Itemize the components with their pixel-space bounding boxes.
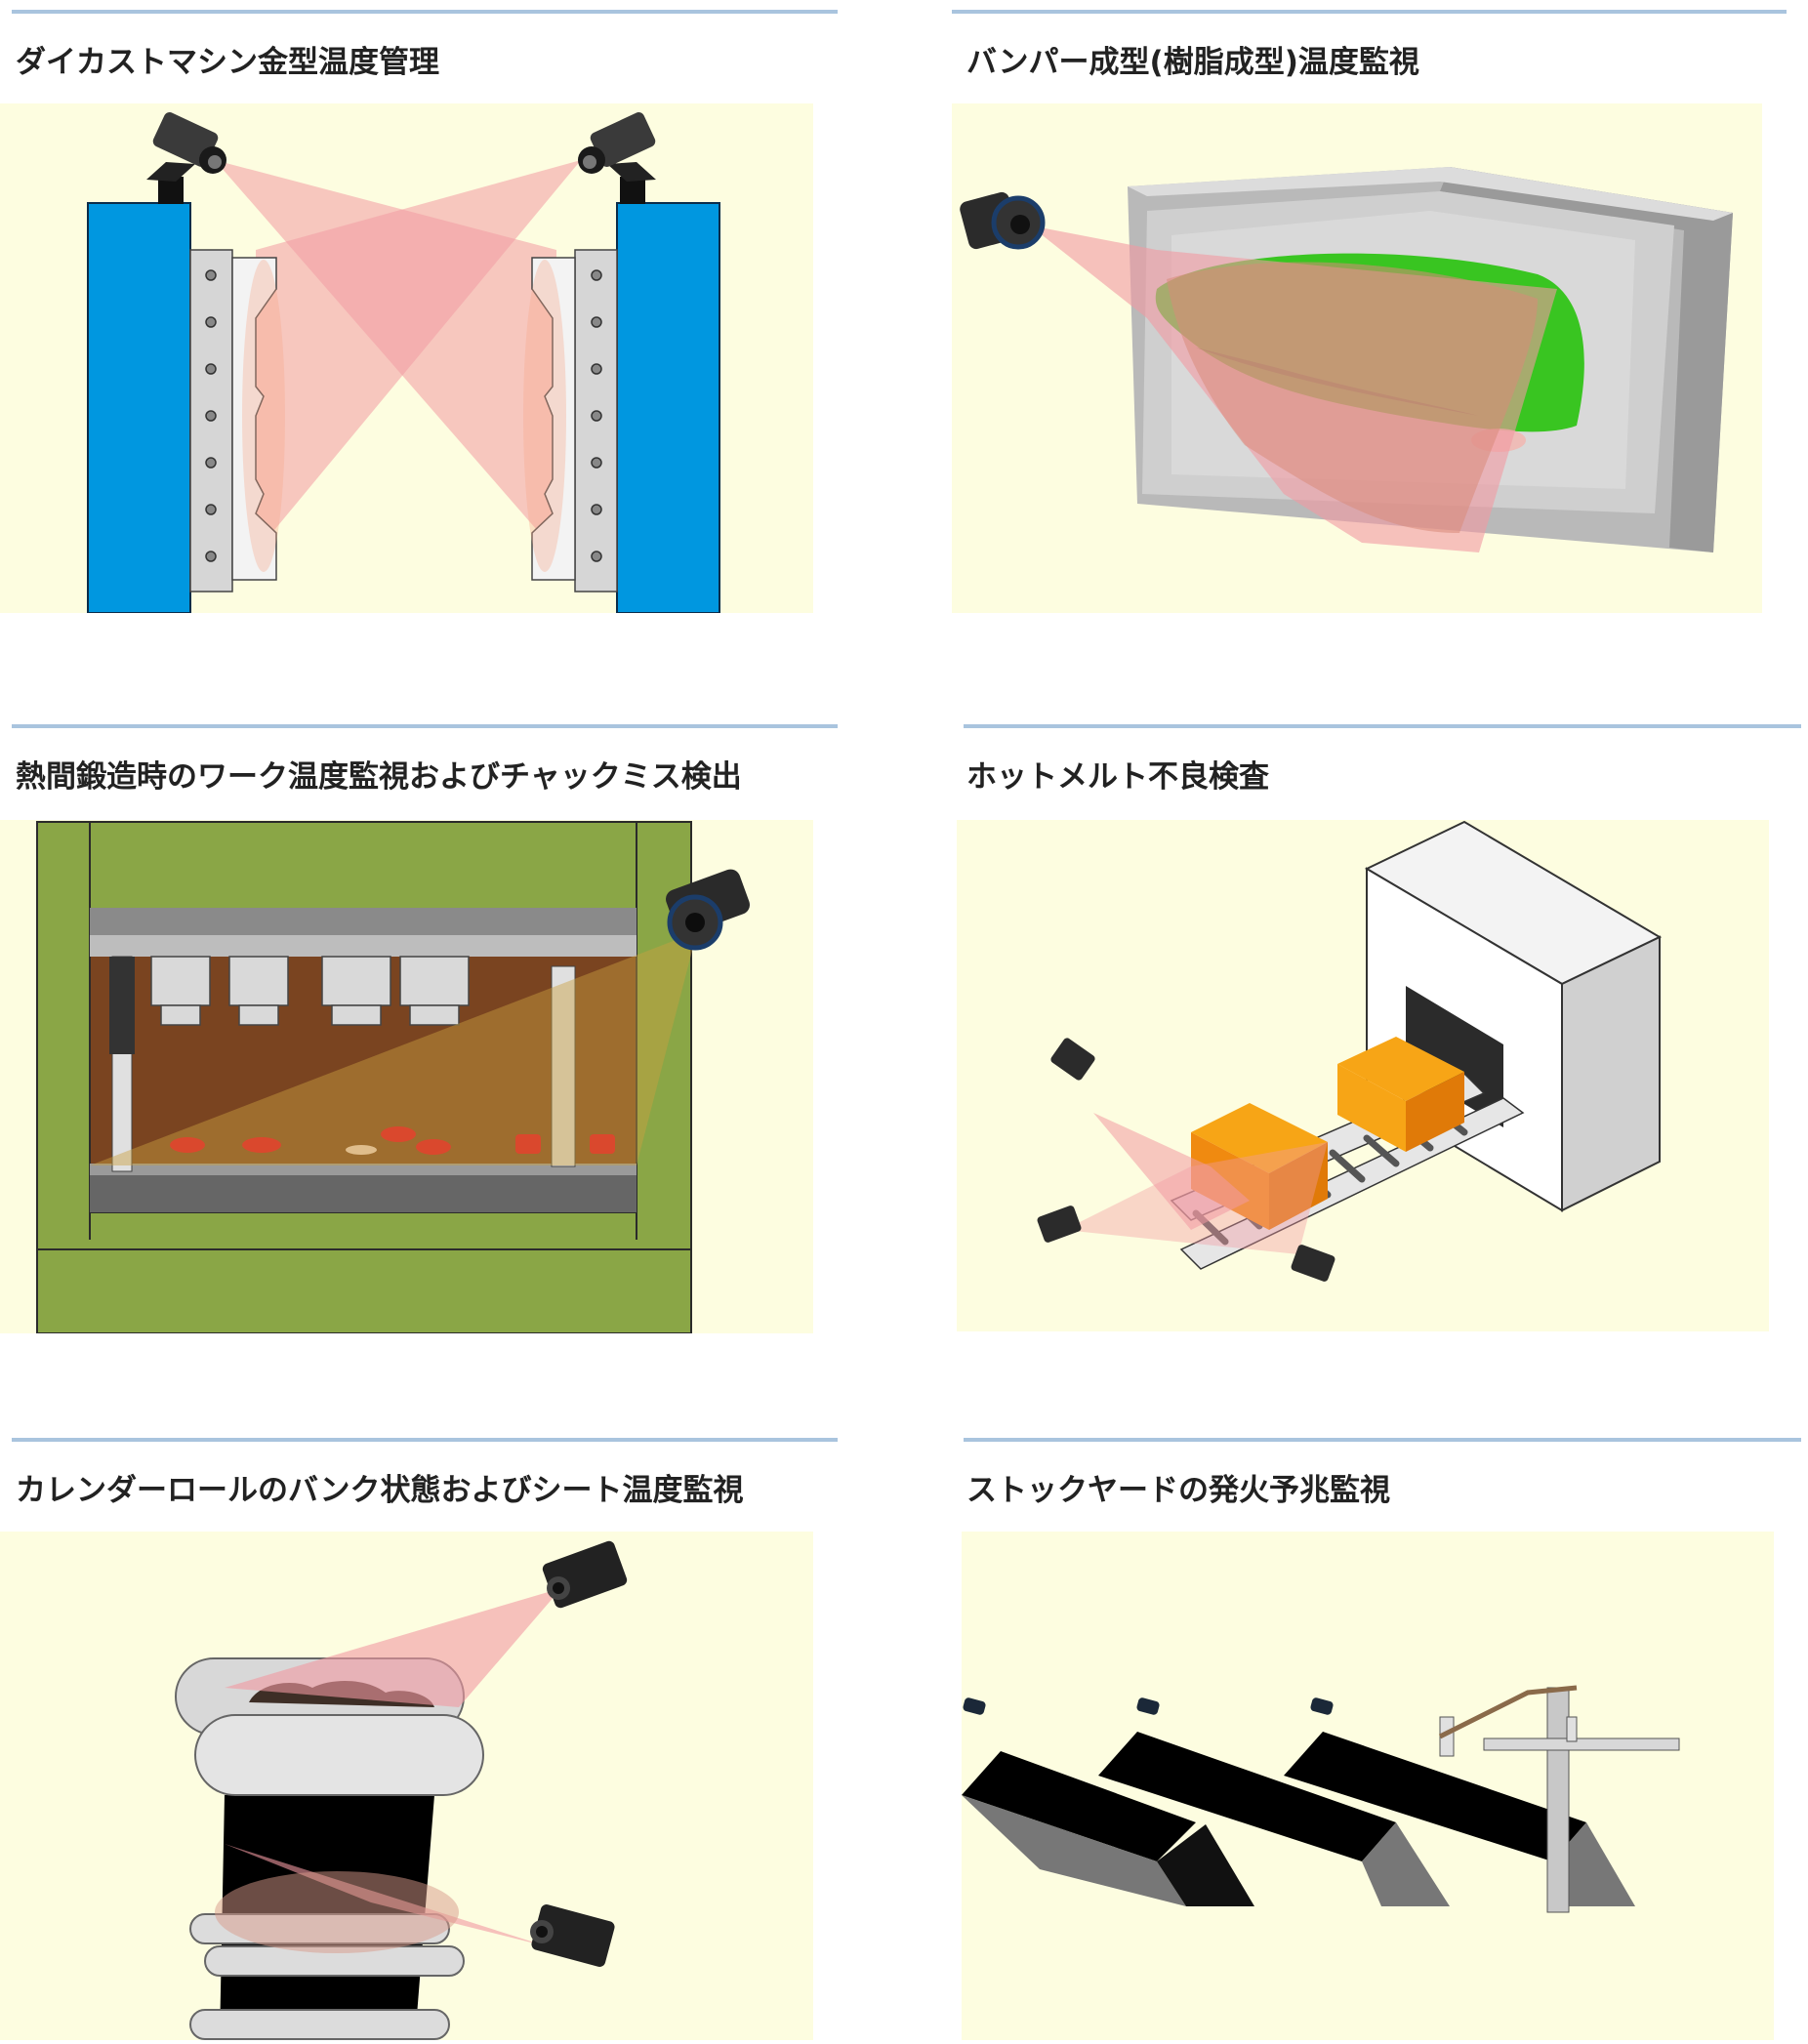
title-rule: [12, 724, 838, 728]
illustration-bumper-molding: [952, 103, 1762, 613]
title-rule: [952, 10, 1787, 14]
thermal-camera-icon: [578, 112, 656, 204]
title-rule: [964, 1438, 1801, 1442]
illustration-die-casting: [0, 103, 813, 613]
card-die-casting: ダイカストマシン金型温度管理: [0, 10, 840, 634]
card-hot-melt: ホットメルト不良検査: [952, 724, 1801, 1349]
thermal-camera-icon: [530, 1540, 628, 1967]
thermal-beam: [1093, 1113, 1250, 1230]
thermal-camera-icon: [960, 191, 1046, 250]
thermal-beam: [256, 160, 581, 552]
illustration-calender-roll: [0, 1532, 813, 2040]
stockpile: [1284, 1732, 1586, 1861]
card-hot-forging: 熱間鍛造時のワーク温度監視およびチャックミス検出: [0, 724, 840, 1349]
illustration-stockyard: [962, 1532, 1774, 2040]
die-cavity-left: [231, 257, 277, 581]
thermal-beam: [1064, 1142, 1328, 1254]
thermal-camera-icon: [666, 869, 750, 951]
card-stockyard: ストックヤードの発火予兆監視: [952, 1438, 1801, 2044]
stockpile: [962, 1751, 1196, 1861]
bolts-right: [591, 269, 602, 562]
thermal-beam: [90, 937, 693, 1165]
reclaimer-machine: [1546, 1687, 1570, 1913]
card-bumper-molding: バンパー成型(樹脂成型)温度監視: [952, 10, 1791, 634]
calender-roll: [194, 1714, 484, 1796]
bolts-left: [205, 269, 217, 562]
card-calender-roll: カレンダーロールのバンク状態およびシート温度監視: [0, 1438, 840, 2044]
calender-roll: [189, 2009, 450, 2040]
card-title: カレンダーロールのバンク状態およびシート温度監視: [16, 1473, 744, 1508]
card-title: ストックヤードの発火予兆監視: [966, 1473, 1390, 1508]
card-title: ホットメルト不良検査: [966, 759, 1269, 795]
stockpile: [1098, 1732, 1396, 1861]
title-rule: [12, 10, 838, 14]
thermal-camera-icon: [1037, 1038, 1335, 1282]
product-boxes: [1191, 1037, 1464, 1230]
illustration-hot-forging: [0, 820, 813, 1333]
mold-platen-left: [87, 202, 191, 613]
title-rule: [12, 1438, 838, 1442]
thermal-camera-icon: [146, 112, 226, 204]
die-cavity-right: [531, 257, 576, 581]
illustration-hot-melt: [957, 820, 1769, 1331]
mold-platen-right: [616, 202, 720, 613]
title-rule: [964, 724, 1801, 728]
thermal-beam: [225, 1588, 561, 1707]
punches: [150, 956, 470, 1026]
card-title: ダイカストマシン金型温度管理: [16, 45, 439, 80]
workpieces: [170, 1126, 615, 1155]
thermal-camera-icon: [963, 1697, 1334, 1715]
card-title: バンパー成型(樹脂成型)温度監視: [966, 45, 1419, 80]
card-title: 熱間鍛造時のワーク温度監視およびチャックミス検出: [16, 759, 742, 795]
